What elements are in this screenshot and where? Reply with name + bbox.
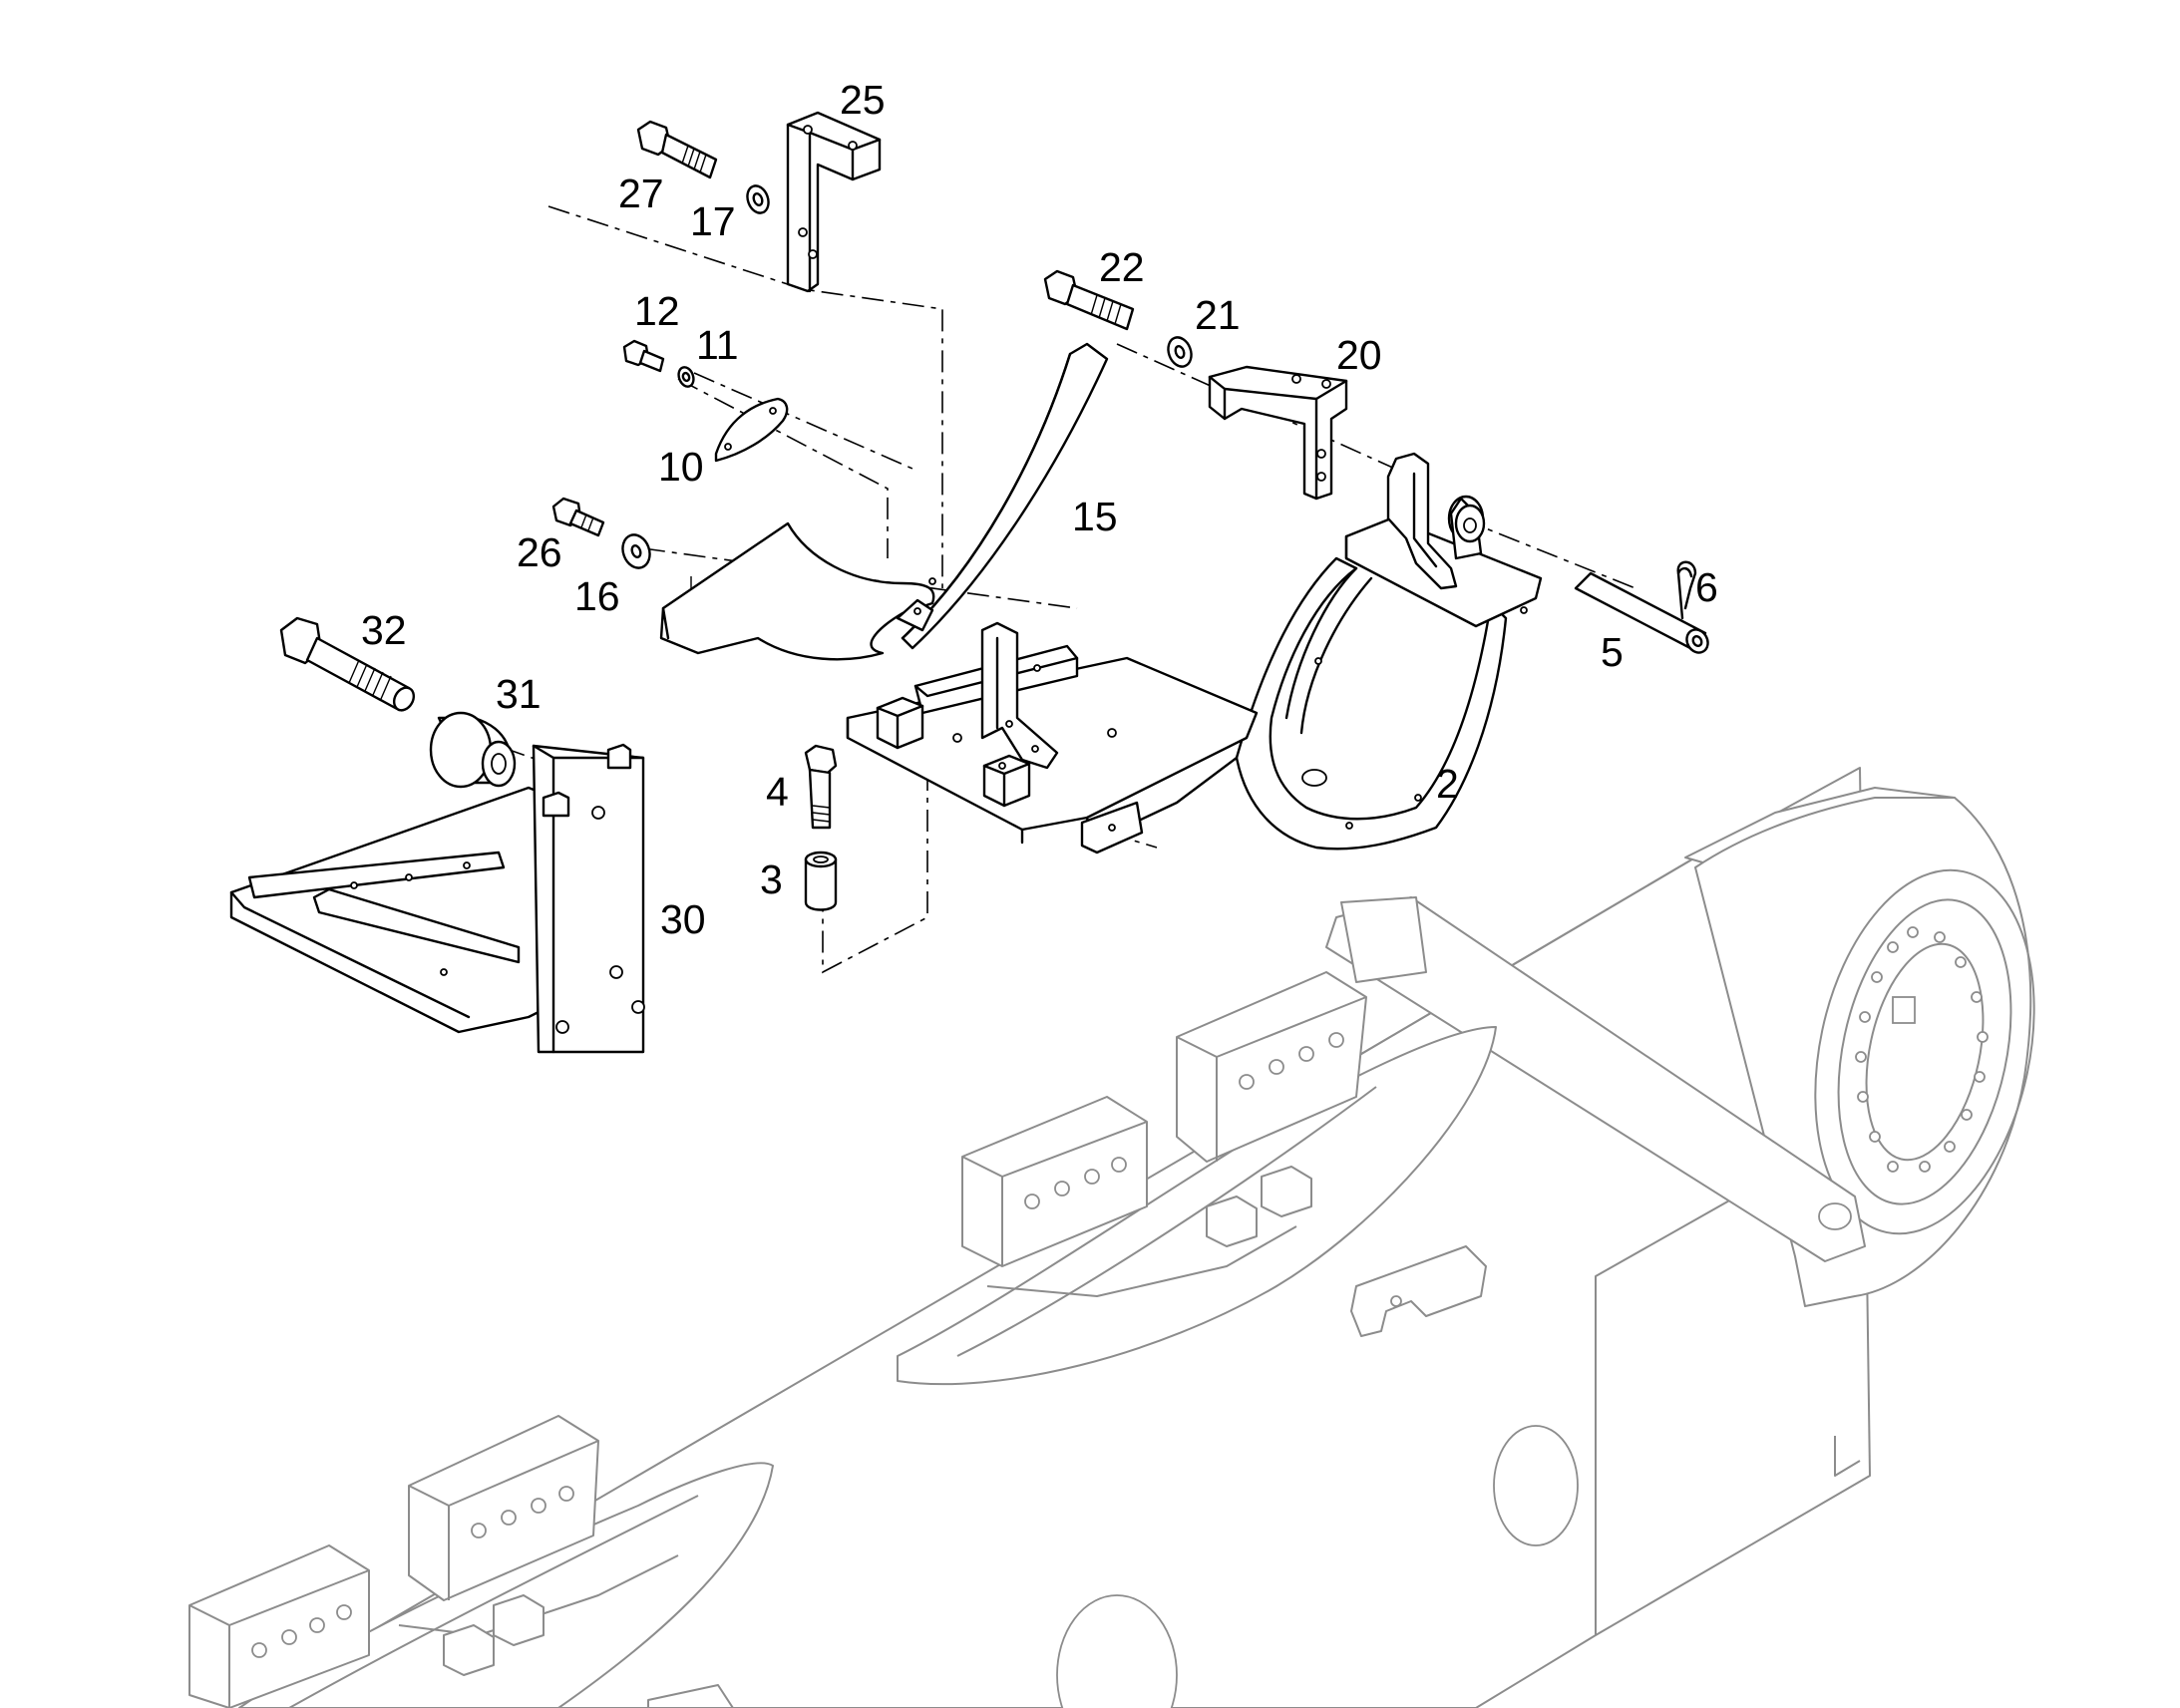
part-31-bushing <box>429 711 517 789</box>
callout-30: 30 <box>660 896 706 942</box>
part-27-bolt <box>636 120 718 179</box>
callout-6: 6 <box>1695 564 1718 610</box>
part-2-mount-bracket <box>846 452 1543 854</box>
callout-10: 10 <box>658 444 704 490</box>
callout-22: 22 <box>1099 244 1145 290</box>
callout-labels: 25 27 17 22 12 11 21 20 10 15 26 16 6 5 … <box>361 77 1718 942</box>
part-22-bolt <box>1043 269 1135 331</box>
callout-21: 21 <box>1195 292 1241 338</box>
part-3-sleeve <box>804 851 838 911</box>
part-32-large-bolt <box>279 616 416 712</box>
part-15-left-cover <box>659 521 935 661</box>
callout-16: 16 <box>574 573 620 619</box>
part-10-plate <box>714 397 789 463</box>
part-26-small-bolt <box>551 497 605 537</box>
callout-5: 5 <box>1601 629 1624 675</box>
part-30-bracket <box>229 743 645 1054</box>
callout-3: 3 <box>760 856 783 902</box>
part-21-washer <box>1167 336 1193 368</box>
track-frame-background <box>188 767 2035 1708</box>
callout-31: 31 <box>496 671 542 717</box>
callout-12: 12 <box>634 288 680 334</box>
part-17-washer <box>746 184 770 214</box>
part-6-clip <box>1676 560 1697 620</box>
callout-25: 25 <box>840 77 886 123</box>
part-4-bolt <box>804 744 838 830</box>
callout-20: 20 <box>1336 332 1382 378</box>
flange-bolt-holes <box>1855 926 1989 1173</box>
callout-4: 4 <box>766 769 789 815</box>
part-12-small-bolt <box>622 339 665 373</box>
part-16-washer <box>621 533 651 569</box>
callout-27: 27 <box>618 171 664 216</box>
callout-17: 17 <box>690 198 736 244</box>
roller-bracket-2 <box>188 1415 774 1708</box>
part-25-l-bracket <box>786 111 882 293</box>
part-5-pin <box>1574 571 1709 654</box>
part-11-small-washer <box>677 366 695 388</box>
roller-bracket-1 <box>897 971 1497 1386</box>
callout-11: 11 <box>696 322 739 368</box>
callout-32: 32 <box>361 607 407 653</box>
callout-2: 2 <box>1436 761 1459 807</box>
callout-15: 15 <box>1072 494 1118 539</box>
part-20-l-bracket <box>1208 365 1348 501</box>
callout-26: 26 <box>517 529 562 575</box>
